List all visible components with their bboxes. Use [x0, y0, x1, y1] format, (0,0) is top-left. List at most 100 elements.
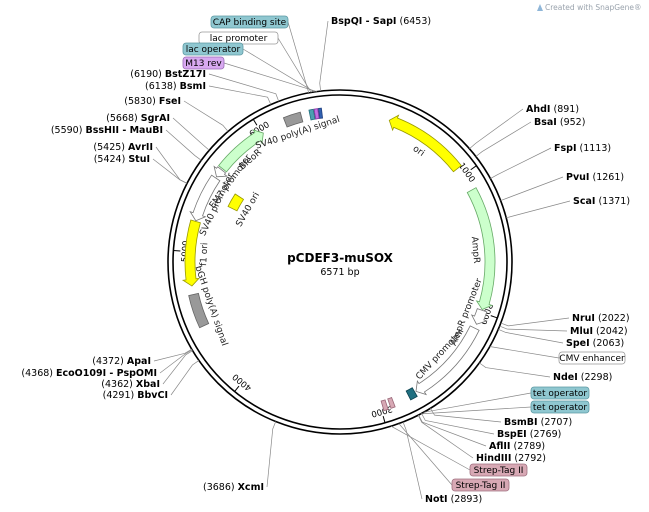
site-line-mlui	[499, 325, 568, 332]
callout-box-cmv-enhancer	[558, 351, 626, 365]
site-bsai: BsaI (952)	[534, 117, 585, 128]
site-spei: SpeI (2063)	[566, 338, 624, 349]
site-name: AflII	[489, 441, 510, 452]
site-line-spei	[498, 328, 564, 344]
site-name: HindIII	[476, 453, 511, 464]
callout-label-strep-tag-ii-2: Strep-Tag II	[456, 481, 506, 491]
site-line-bsmbi	[430, 408, 502, 423]
site-name: BsmI	[180, 81, 206, 92]
site-position: (2298)	[581, 372, 613, 383]
site-position: (4291)	[103, 390, 135, 401]
callout-label-lac-operator: lac operator	[186, 45, 241, 55]
callout-line-tet-operator-2	[420, 406, 532, 415]
site-line-aflii	[418, 414, 487, 447]
site-name: AvrII	[128, 142, 153, 153]
site-bsmi: (6138) BsmI	[145, 81, 206, 92]
site-xcmi: (3686) XcmI	[203, 482, 264, 493]
feature-label-ori: ori	[411, 144, 426, 159]
site-position: (6138)	[145, 81, 177, 92]
site-position: (4362)	[101, 379, 133, 390]
site-position: (4372)	[92, 356, 124, 367]
callout-line-cmv-enhancer	[489, 346, 560, 359]
site-fsei: (5830) FseI	[124, 96, 181, 107]
site-line-bspqi-sapi	[319, 20, 329, 92]
callout-line-tet-operator-1	[423, 392, 532, 413]
site-position: (6453)	[399, 16, 431, 27]
tick-label: 4000	[231, 371, 254, 392]
site-position: (2042)	[596, 326, 628, 337]
site-position: (2063)	[593, 338, 625, 349]
site-position: (2789)	[514, 441, 546, 452]
site-bstz17i: (6190) BstZ17I	[130, 69, 206, 80]
callout-label-cap-binding-site: CAP binding site	[213, 18, 287, 28]
site-hindiii: HindIII (2792)	[476, 453, 546, 464]
feature-lac-small	[313, 108, 320, 120]
feature-ampr	[466, 187, 496, 311]
feature-strep-tag-ii-b	[387, 396, 396, 409]
site-name: BsaI	[534, 117, 557, 128]
site-name: NotI	[425, 494, 448, 505]
site-position: (2022)	[598, 313, 630, 324]
site-aflii: AflII (2789)	[489, 441, 545, 452]
site-position: (3686)	[203, 482, 235, 493]
feature-label-ampr: AmpR	[469, 236, 481, 264]
site-name: StuI	[128, 154, 150, 165]
feature-sv40-promoter	[189, 174, 221, 222]
site-line-bsai	[475, 121, 532, 157]
backbone-outer	[167, 89, 513, 435]
restriction-sites: BspQI - SapI (6453)AhdI (891)BsaI (952)F…	[21, 16, 630, 505]
callout-label-lac-promoter: lac promoter	[210, 34, 268, 44]
callout-box-strep-tag-ii-2	[451, 478, 510, 492]
site-name: BssHII - MauBI	[85, 125, 163, 136]
feature-sv40-polya-signal	[282, 111, 304, 128]
site-line-bbvci	[170, 360, 200, 396]
site-xbai: (4362) XbaI	[101, 379, 160, 390]
site-position: (1371)	[598, 196, 630, 207]
feature-ampr-promoter	[470, 308, 488, 325]
site-position: (6190)	[130, 69, 162, 80]
plasmid-size: 6571 bp	[320, 267, 359, 278]
callout-box-m13-rev	[182, 56, 225, 70]
site-name: AhdI	[526, 104, 550, 115]
site-position: (5668)	[106, 113, 138, 124]
site-position: (5830)	[124, 96, 156, 107]
site-name: EcoO109I - PspOMI	[56, 368, 157, 379]
site-line-avrii	[155, 146, 188, 184]
site-line-bspei	[421, 413, 495, 435]
site-name: BstZ17I	[165, 69, 206, 80]
snapgene-logo-icon	[537, 4, 543, 11]
site-sgrai: (5668) SgrAI	[106, 113, 170, 124]
site-position: (1261)	[592, 172, 624, 183]
site-avrii: (5425) AvrII	[93, 142, 153, 153]
site-bsmbi: BsmBI (2707)	[504, 417, 572, 428]
site-line-nrui	[500, 317, 570, 327]
callout-label-tet-operator-2: tet operator	[533, 403, 587, 413]
site-position: (2792)	[514, 453, 546, 464]
site-position: (2893)	[451, 494, 483, 505]
site-position: (4368)	[21, 368, 53, 379]
site-apai: (4372) ApaI	[92, 356, 151, 367]
site-line-xcmi	[266, 421, 277, 488]
feature-em7-promoter	[213, 165, 228, 178]
watermark-text: Created with SnapGene®	[545, 3, 642, 12]
site-name: ApaI	[127, 356, 151, 367]
callout-line-lac-operator	[242, 48, 315, 93]
site-ndei: NdeI (2298)	[553, 372, 612, 383]
tick-line	[490, 315, 498, 319]
site-bbvci: (4291) BbvCI	[103, 390, 168, 401]
site-name: FseI	[159, 96, 181, 107]
site-pvui: PvuI (1261)	[566, 172, 624, 183]
site-line-ecoo109i-psp0mi	[159, 349, 193, 374]
site-name: ScaI	[573, 196, 595, 207]
site-name: PvuI	[566, 172, 589, 183]
site-line-pvui	[500, 176, 564, 201]
site-bspei: BspEI (2769)	[497, 429, 561, 440]
backbone-inner	[172, 94, 508, 430]
site-position: (1113)	[580, 143, 612, 154]
feature-cmv-promoter	[415, 325, 480, 396]
site-line-ndei	[479, 362, 551, 378]
callout-label-cmv-enhancer: CMV enhancer	[559, 354, 625, 364]
site-line-noti	[402, 421, 423, 500]
feature-bleor	[218, 129, 264, 173]
